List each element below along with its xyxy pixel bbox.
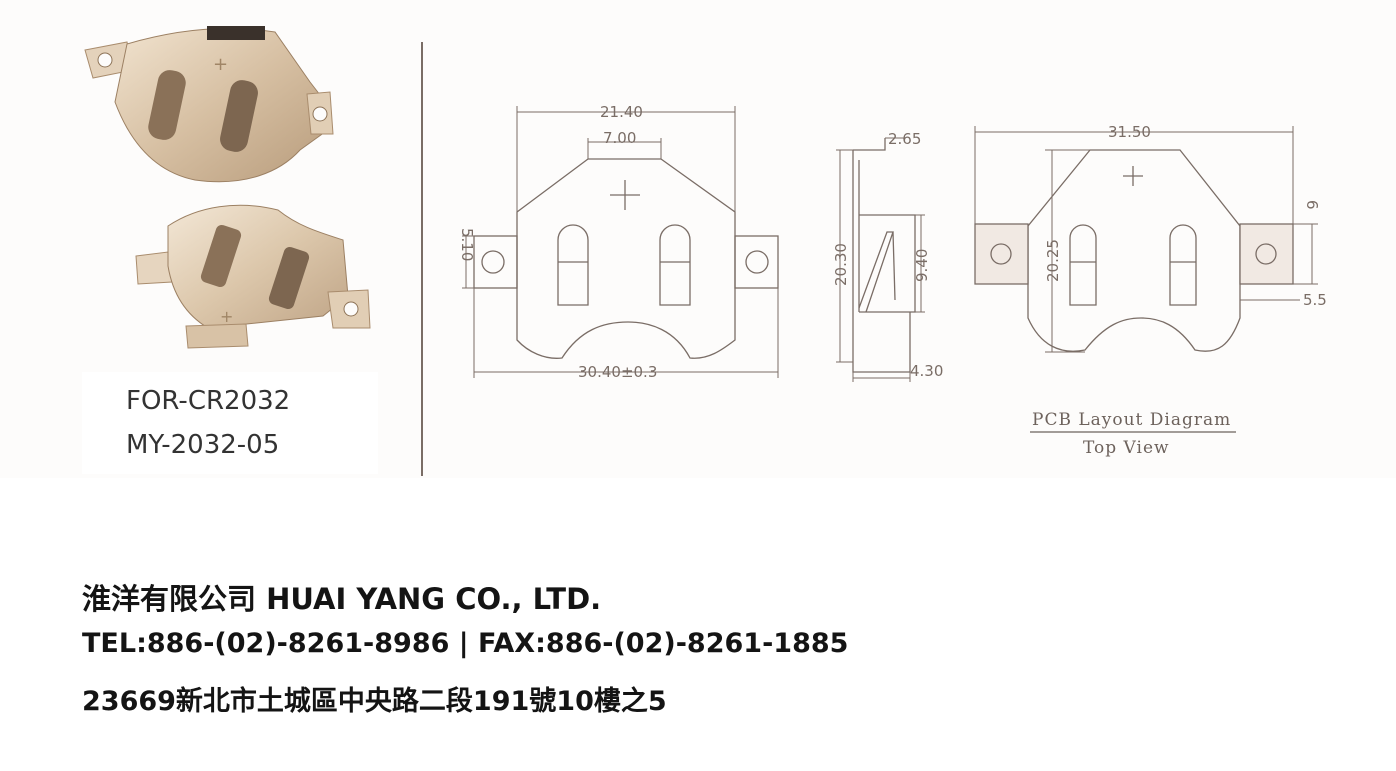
product-model-line-2: MY-2032-05 — [126, 430, 280, 460]
dim-side-height: 20.30 — [832, 243, 850, 286]
dim-front-tab-height: 5.10 — [458, 228, 476, 261]
pcb-caption-subtitle: Top View — [1083, 438, 1170, 458]
pcb-layout-outline — [1027, 149, 1241, 352]
pcb-caption-title: PCB Layout Diagram — [1032, 410, 1231, 430]
dim-side-spring-height: 9.40 — [913, 249, 931, 282]
dim-pcb-pad-height: 6 — [1303, 200, 1321, 210]
product-model-line-1: FOR-CR2032 — [126, 386, 291, 416]
dim-front-overall-width: 30.40±0.3 — [578, 363, 657, 381]
side-view-outline — [852, 138, 916, 373]
front-view-dimensions — [462, 106, 779, 378]
company-contact: TEL:886-(02)-8261-8986 | FAX:886-(02)-82… — [82, 628, 849, 659]
front-view-outline — [473, 158, 779, 359]
dim-front-width-slot: 7.00 — [603, 129, 636, 147]
dim-front-width-top: 21.40 — [600, 103, 643, 121]
product-labels: FOR-CR2032 MY-2032-05 — [82, 372, 378, 474]
svg-text:+: + — [220, 307, 233, 326]
company-name: 淮洋有限公司 HUAI YANG CO., LTD. — [82, 582, 602, 616]
svg-text:+: + — [213, 54, 228, 75]
side-view-dimensions — [836, 137, 925, 382]
vertical-divider — [421, 42, 423, 476]
company-address: 23669新北市土城區中央路二段191號10樓之5 — [82, 686, 667, 717]
product-photo-bottom: + — [135, 204, 371, 349]
dim-pcb-overall-width: 31.50 — [1108, 123, 1151, 141]
pcb-layout-dimensions — [974, 126, 1318, 353]
dim-side-base-depth: 4.30 — [910, 362, 943, 380]
dim-pcb-height: 20.25 — [1044, 239, 1062, 282]
technical-drawing: 21.40 7.00 5.10 30.40±0.3 2.65 20.30 9.4… — [458, 103, 1327, 458]
dim-side-top-thickness: 2.65 — [888, 130, 921, 148]
pcb-pads — [974, 223, 1294, 285]
product-photo-top: + — [84, 26, 334, 183]
dim-pcb-pad-width: 5.5 — [1303, 291, 1327, 309]
